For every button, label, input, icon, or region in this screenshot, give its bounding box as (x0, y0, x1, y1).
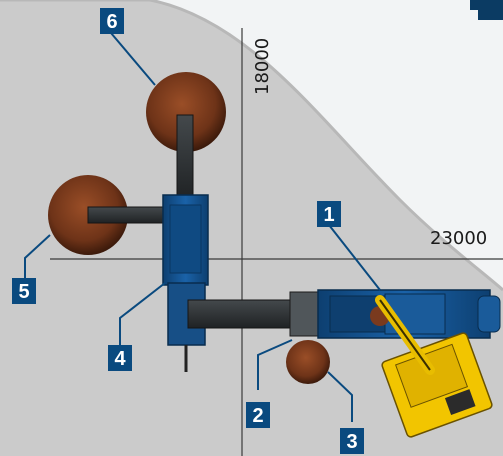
callout-1: 1 (317, 201, 341, 227)
stockpile-3 (286, 340, 330, 384)
callout-5: 5 (12, 278, 36, 304)
callout-6: 6 (100, 8, 124, 34)
ground-edge (0, 0, 503, 292)
stockpile-6 (146, 72, 226, 152)
callout-6-label: 6 (106, 11, 117, 33)
callout-4: 4 (108, 345, 132, 371)
callout-2: 2 (246, 402, 270, 428)
conveyor-to-pile-6 (176, 114, 194, 201)
callout-5-label: 5 (18, 281, 29, 303)
vertical-dimension-label: 18000 (252, 38, 273, 95)
callout-3: 3 (340, 428, 364, 454)
corner-structure (470, 0, 503, 20)
leader-lines (24, 32, 381, 422)
excavator (375, 295, 493, 438)
conveyor-to-pile-5 (87, 206, 167, 224)
crusher-feeder (477, 295, 501, 333)
main-conveyor (187, 299, 301, 329)
callout-2-label: 2 (252, 405, 263, 427)
screen-deck (169, 204, 202, 274)
horizontal-dimension-label: 23000 (430, 228, 487, 249)
callout-1-label: 1 (323, 204, 334, 226)
conveyor-transfer (289, 291, 321, 337)
callout-4-label: 4 (114, 348, 126, 370)
callout-3-label: 3 (346, 431, 357, 453)
